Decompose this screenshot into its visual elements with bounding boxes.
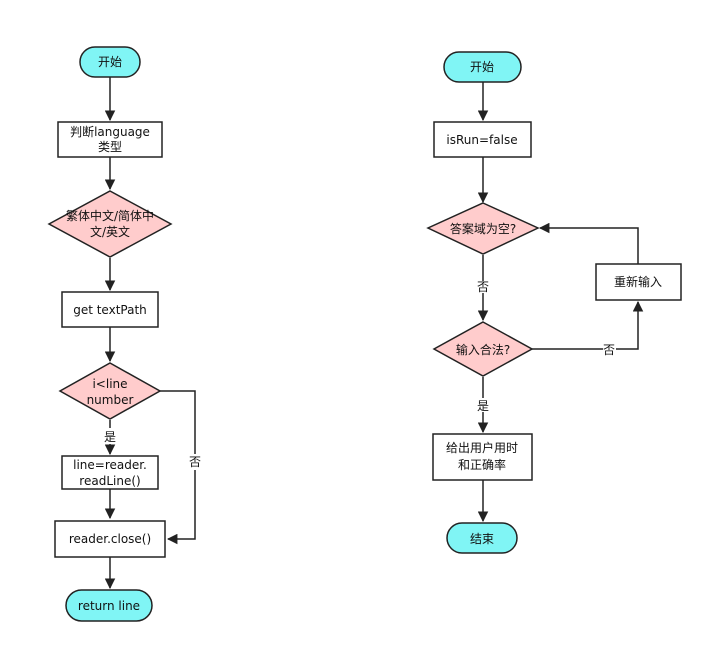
decision-language-label-line2: 文/英文 bbox=[90, 224, 130, 239]
decision-language bbox=[47, 190, 173, 258]
end-terminal bbox=[446, 522, 518, 554]
read-line-label-line1: line=reader. bbox=[73, 458, 147, 472]
right-no-label-2: 否 bbox=[603, 343, 615, 357]
read-line-process bbox=[61, 455, 159, 490]
decision-answer-empty-label: 答案域为空? bbox=[450, 221, 516, 236]
decision-line-number bbox=[58, 362, 162, 420]
right-yes-label: 是 bbox=[477, 399, 489, 413]
decision-input-valid-label: 输入合法? bbox=[456, 342, 510, 357]
judge-language-label-line2: 类型 bbox=[98, 140, 122, 154]
edge-reenter-to-decision-empty bbox=[538, 222, 639, 264]
give-time-rate-process bbox=[432, 433, 533, 481]
decision-answer-empty bbox=[426, 202, 540, 255]
left-flowchart: 开始 判断language 类型 繁体中文/简体中 文/英文 get textP… bbox=[47, 46, 201, 622]
judge-language-label-line1: 判断language bbox=[70, 124, 150, 139]
decision-language-label-line1: 繁体中文/简体中 bbox=[66, 208, 154, 223]
reader-close-label: reader.close() bbox=[69, 532, 151, 546]
judge-language-process bbox=[57, 121, 163, 158]
right-start-label: 开始 bbox=[470, 60, 494, 74]
left-no-label: 否 bbox=[189, 455, 201, 469]
isrun-false-label: isRun=false bbox=[446, 133, 517, 147]
return-line-terminal bbox=[65, 589, 153, 622]
give-time-rate-label-line2: 和正确率 bbox=[458, 457, 506, 472]
right-flowchart: 开始 isRun=false 答案域为空? 否 重新输入 输入合法? 否 是 给… bbox=[426, 51, 682, 554]
right-start-terminal bbox=[443, 51, 522, 83]
decision-line-label-line1: i<line bbox=[92, 377, 127, 391]
left-start-terminal bbox=[79, 46, 141, 78]
right-no-label-1: 否 bbox=[477, 280, 489, 294]
end-label: 结束 bbox=[470, 532, 494, 546]
decision-input-valid bbox=[432, 321, 534, 377]
isrun-false-process bbox=[433, 121, 532, 158]
return-line-label: return line bbox=[78, 599, 140, 613]
left-start-label: 开始 bbox=[98, 55, 122, 69]
edge-decision-line-no-upper bbox=[160, 390, 196, 454]
read-line-label-line2: readLine() bbox=[79, 474, 140, 488]
get-text-path-label: get textPath bbox=[73, 303, 147, 317]
give-time-rate-label-line1: 给出用户用时 bbox=[446, 440, 518, 455]
reenter-process bbox=[595, 263, 682, 301]
left-yes-label: 是 bbox=[104, 430, 116, 444]
edge-decision-valid-no-right bbox=[616, 300, 644, 350]
reader-close-process bbox=[54, 520, 166, 558]
decision-line-label-line2: number bbox=[87, 393, 134, 407]
get-text-path-process bbox=[61, 291, 159, 328]
edge-decision-line-no-lower bbox=[166, 470, 196, 545]
reenter-label: 重新输入 bbox=[614, 274, 662, 289]
